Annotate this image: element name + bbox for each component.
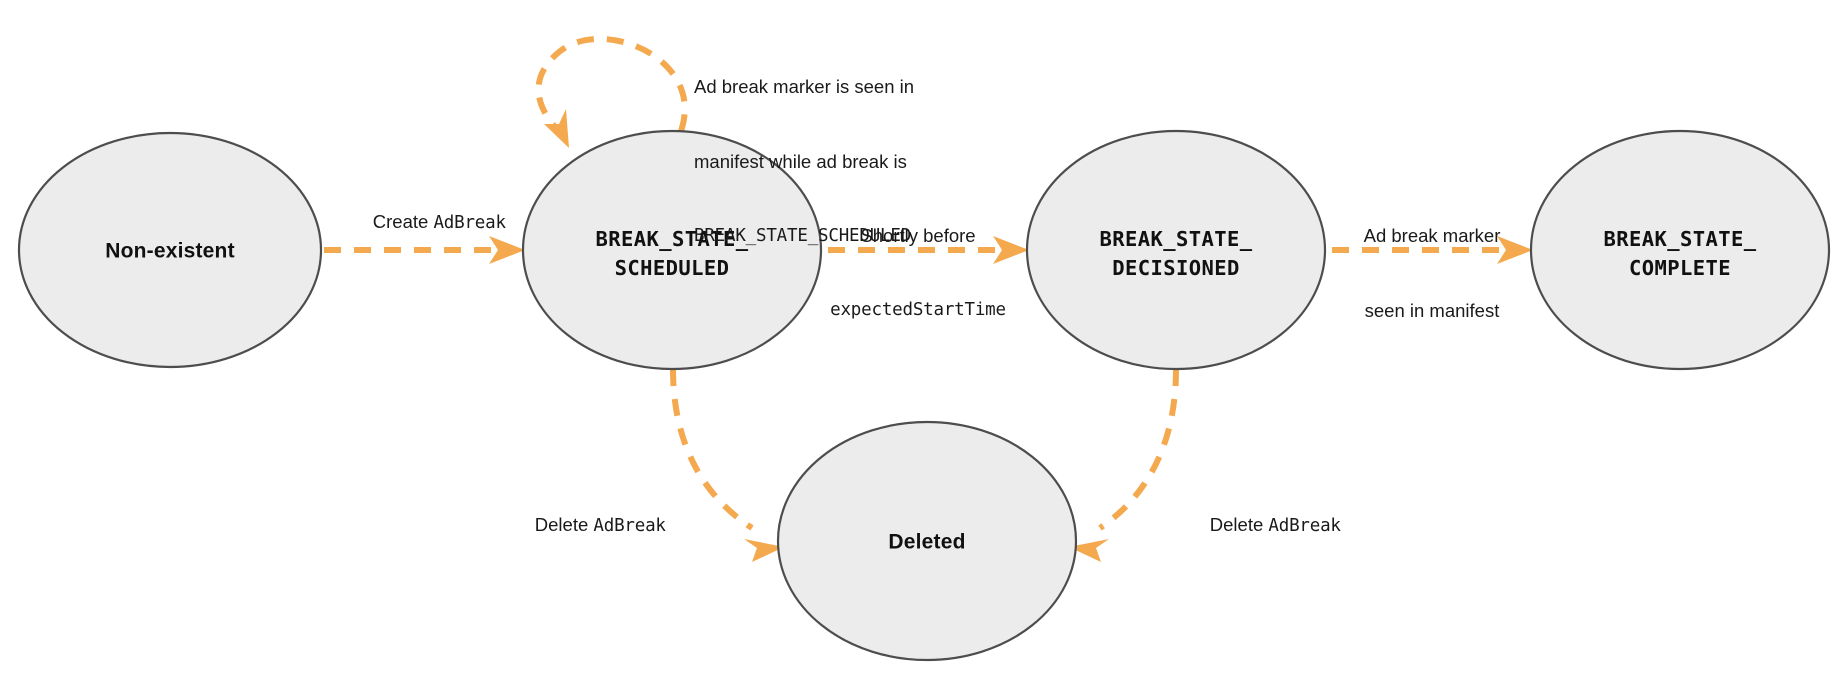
edge-label-selfloop-line3: BREAK_STATE_SCHEDULED	[694, 226, 912, 246]
edge-label-create-adbreak-plain: Create	[372, 211, 434, 232]
edge-scheduled-to-deleted	[670, 368, 784, 562]
edge-label-marker-seen: Ad break marker seen in manifest	[1337, 173, 1527, 373]
arrowhead-scheduled-to-decisioned	[993, 236, 1029, 264]
node-shape-deleted[interactable]	[776, 420, 1078, 662]
edge-label-marker-seen-line1: Ad break marker	[1363, 225, 1501, 246]
edge-label-delete-right-plain: Delete	[1209, 514, 1269, 535]
arrowhead-scheduled-self-loop	[544, 109, 569, 148]
edge-create-adbreak	[324, 236, 525, 264]
edge-scheduled-self-loop	[535, 35, 688, 148]
node-label-complete-line2: COMPLETE	[1629, 256, 1731, 280]
edge-label-delete-left-code: AdBreak	[593, 516, 666, 536]
edge-label-marker-seen-line2: seen in manifest	[1364, 300, 1500, 321]
node-break-state-decisioned[interactable]: BREAK_STATE_ DECISIONED	[1025, 129, 1327, 371]
edge-label-shortly-before-line2: expectedStartTime	[830, 300, 1006, 320]
node-label-complete-line1: BREAK_STATE_	[1604, 227, 1757, 251]
edge-label-scheduled-self-loop: Ad break marker is seen in manifest whil…	[694, 24, 1024, 299]
edge-label-create-adbreak: Create AdBreak	[339, 184, 519, 261]
edge-label-delete-adbreak-right: Delete AdBreak	[1175, 487, 1355, 564]
edge-label-shortly-before-line1: Shortly before	[860, 225, 976, 246]
node-label-scheduled-line2: SCHEDULED	[615, 256, 730, 280]
edge-scheduled-to-decisioned	[828, 236, 1029, 264]
edge-decisioned-to-complete	[1332, 236, 1533, 264]
arrowhead-decisioned-to-complete	[1497, 236, 1533, 264]
edge-label-create-adbreak-code: AdBreak	[433, 213, 506, 233]
arrowhead-create-adbreak	[489, 236, 525, 264]
node-label-decisioned-line1: BREAK_STATE_	[1100, 227, 1253, 251]
node-break-state-scheduled[interactable]: BREAK_STATE_ SCHEDULED	[521, 129, 823, 371]
edge-path-decisioned-to-deleted	[1098, 368, 1179, 531]
node-deleted[interactable]: Deleted	[776, 420, 1078, 662]
arrowhead-scheduled-to-deleted	[744, 539, 784, 562]
edge-label-selfloop-line2: manifest while ad break is	[694, 151, 907, 172]
edge-label-delete-right-code: AdBreak	[1268, 516, 1341, 536]
node-shape-break-state-scheduled[interactable]	[521, 129, 823, 371]
edge-path-scheduled-self-loop	[535, 35, 688, 136]
arrowhead-decisioned-to-deleted	[1069, 539, 1109, 562]
node-label-decisioned-line2: DECISIONED	[1112, 256, 1239, 280]
node-label-scheduled-line1: BREAK_STATE_	[596, 227, 749, 251]
edge-path-scheduled-to-deleted	[670, 368, 754, 531]
node-break-state-complete[interactable]: BREAK_STATE_ COMPLETE	[1529, 129, 1831, 371]
node-shape-break-state-decisioned[interactable]	[1025, 129, 1327, 371]
node-shape-non-existent[interactable]	[17, 131, 323, 369]
edge-label-selfloop-line1: Ad break marker is seen in	[694, 76, 915, 97]
node-label-non-existent: Non-existent	[105, 240, 235, 263]
edge-decisioned-to-deleted	[1069, 368, 1179, 562]
edge-label-shortly-before: Shortly before expectedStartTime	[812, 173, 1024, 373]
node-shape-break-state-complete[interactable]	[1529, 129, 1831, 371]
node-non-existent[interactable]: Non-existent	[17, 131, 323, 369]
edge-label-delete-left-plain: Delete	[534, 514, 594, 535]
node-label-deleted: Deleted	[888, 531, 965, 554]
edge-label-delete-adbreak-left: Delete AdBreak	[500, 487, 680, 564]
